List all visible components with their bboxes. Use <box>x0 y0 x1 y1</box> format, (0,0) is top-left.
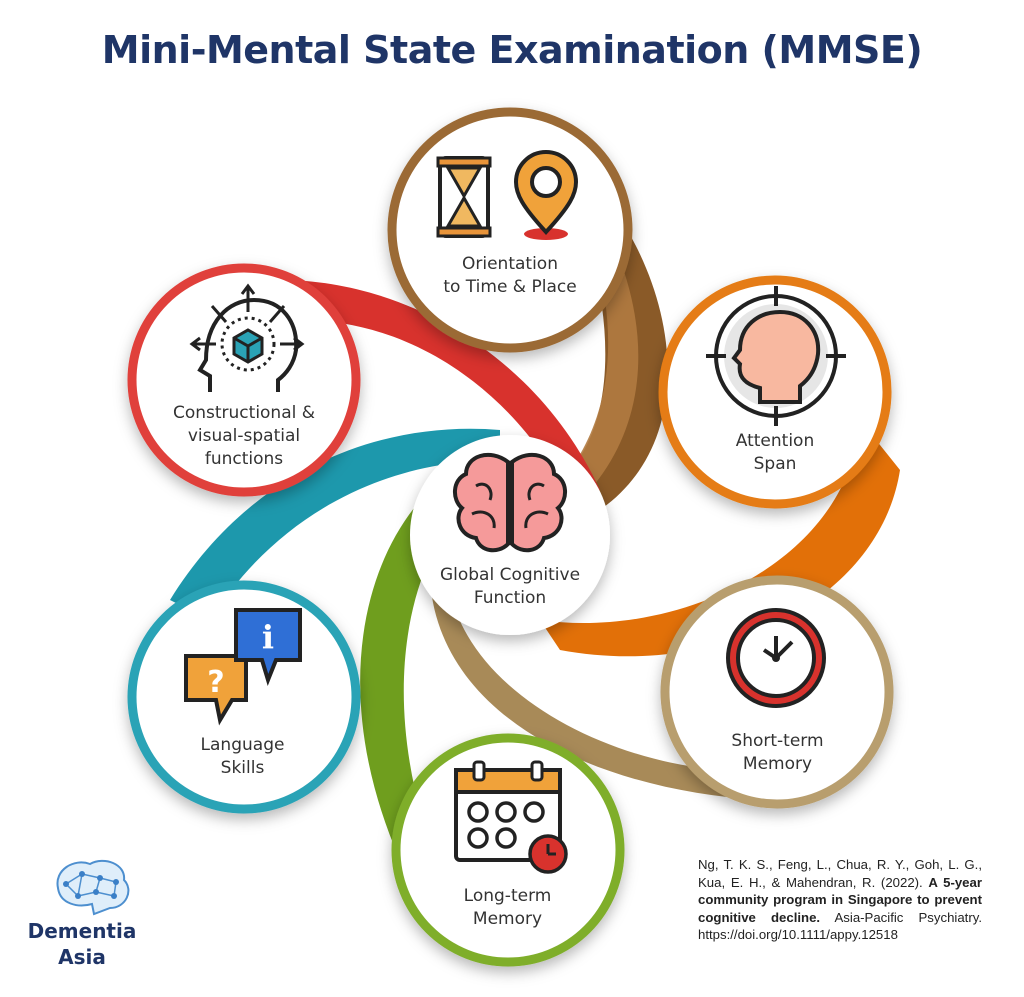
hourglass-icon <box>436 156 492 238</box>
orientation-label: Orientation to Time & Place <box>443 254 577 297</box>
long-term-label: Long-term Memory <box>463 886 552 929</box>
svg-text:i: i <box>262 618 274 656</box>
svg-text:?: ? <box>207 665 224 700</box>
constructional-label: Constructional & visual-spatial function… <box>172 403 316 469</box>
node-long-term <box>391 733 625 967</box>
question-bubble-icon: ? <box>184 654 248 726</box>
location-pin-icon <box>513 150 579 240</box>
node-attention <box>658 275 892 509</box>
info-bubble-icon: i <box>234 608 302 687</box>
attention-label: Attention Span <box>735 431 815 474</box>
global-label: Global Cognitive Function <box>439 565 581 608</box>
brand-name: Dementia Asia <box>27 919 137 969</box>
brain-network-icon <box>56 859 130 916</box>
citation-article: A 5-year community program in Singapore … <box>698 874 982 925</box>
citation: Ng, T. K. S., Feng, L., Chua, R. Y., Goh… <box>698 856 982 944</box>
node-short-term <box>660 575 894 809</box>
brain-icon <box>453 452 567 553</box>
citation-journal: Asia-Pacific Psychiatry. https://doi.org… <box>698 909 983 943</box>
head-target-icon <box>706 286 846 426</box>
page-title: Mini-Mental State Examination (MMSE) <box>101 28 923 72</box>
node-language: ? i <box>127 580 361 814</box>
head-cube-icon <box>189 283 305 392</box>
short-term-label: Short-term Memory <box>731 731 824 774</box>
citation-authors: Ng, T. K. S., Feng, L., Chua, R. Y., Goh… <box>698 857 982 890</box>
node-constructional <box>127 263 361 497</box>
language-label: Language Skills <box>200 735 285 778</box>
node-global <box>410 435 610 635</box>
clock-icon <box>726 608 826 708</box>
ribbon-long-term <box>360 490 460 870</box>
calendar-icon <box>454 760 568 874</box>
node-orientation <box>387 107 633 353</box>
